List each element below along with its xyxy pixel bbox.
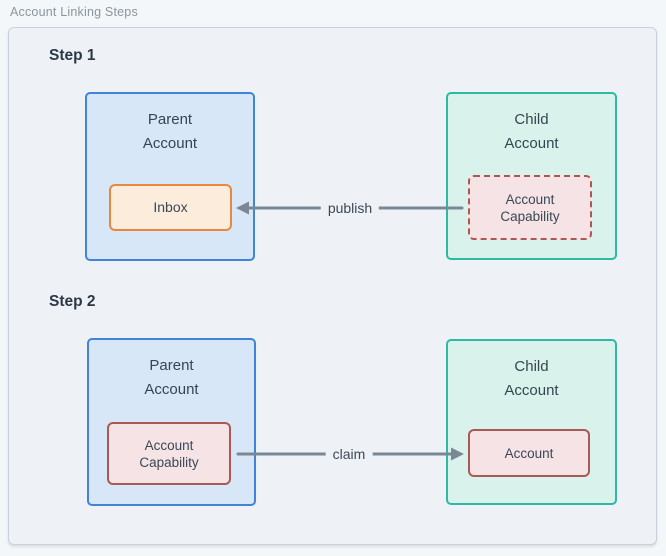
title-line: Account: [504, 382, 559, 399]
step2-child-account-box: Child Account: [446, 339, 617, 505]
step1-child-account-title: Child Account: [448, 94, 615, 156]
step2-account-box: Account: [468, 429, 590, 477]
capability-line: Capability: [139, 454, 199, 470]
claim-arrow-label: claim: [325, 446, 373, 462]
step1-account-capability-box: Account Capability: [468, 175, 592, 240]
title-line: Parent: [147, 111, 193, 128]
title-line: Account: [142, 135, 198, 152]
title-line: Account: [504, 135, 559, 152]
capability-line: Account: [144, 437, 194, 453]
step2-child-account-title: Child Account: [448, 341, 615, 403]
step1-parent-account-box: Parent Account: [85, 92, 255, 261]
title-line: Child: [514, 111, 549, 128]
step2-account-capability-box: Account Capability: [107, 422, 231, 485]
step2-label: Step 2: [49, 293, 96, 310]
capability-line: Account: [505, 191, 555, 207]
step1-inbox-box: Inbox: [109, 184, 232, 231]
title-line: Account: [144, 381, 199, 398]
inbox-label: Inbox: [153, 199, 188, 215]
diagram-title: Account Linking Steps: [10, 5, 138, 19]
step1-parent-account-title: Parent Account: [87, 94, 253, 156]
step1-label: Step 1: [49, 47, 96, 64]
publish-arrow-label: publish: [320, 200, 380, 216]
account-label: Account: [504, 445, 554, 461]
capability-line: Capability: [500, 208, 560, 224]
title-line: Parent: [149, 357, 194, 374]
title-line: Child: [514, 358, 549, 375]
step2-parent-account-title: Parent Account: [89, 340, 254, 402]
